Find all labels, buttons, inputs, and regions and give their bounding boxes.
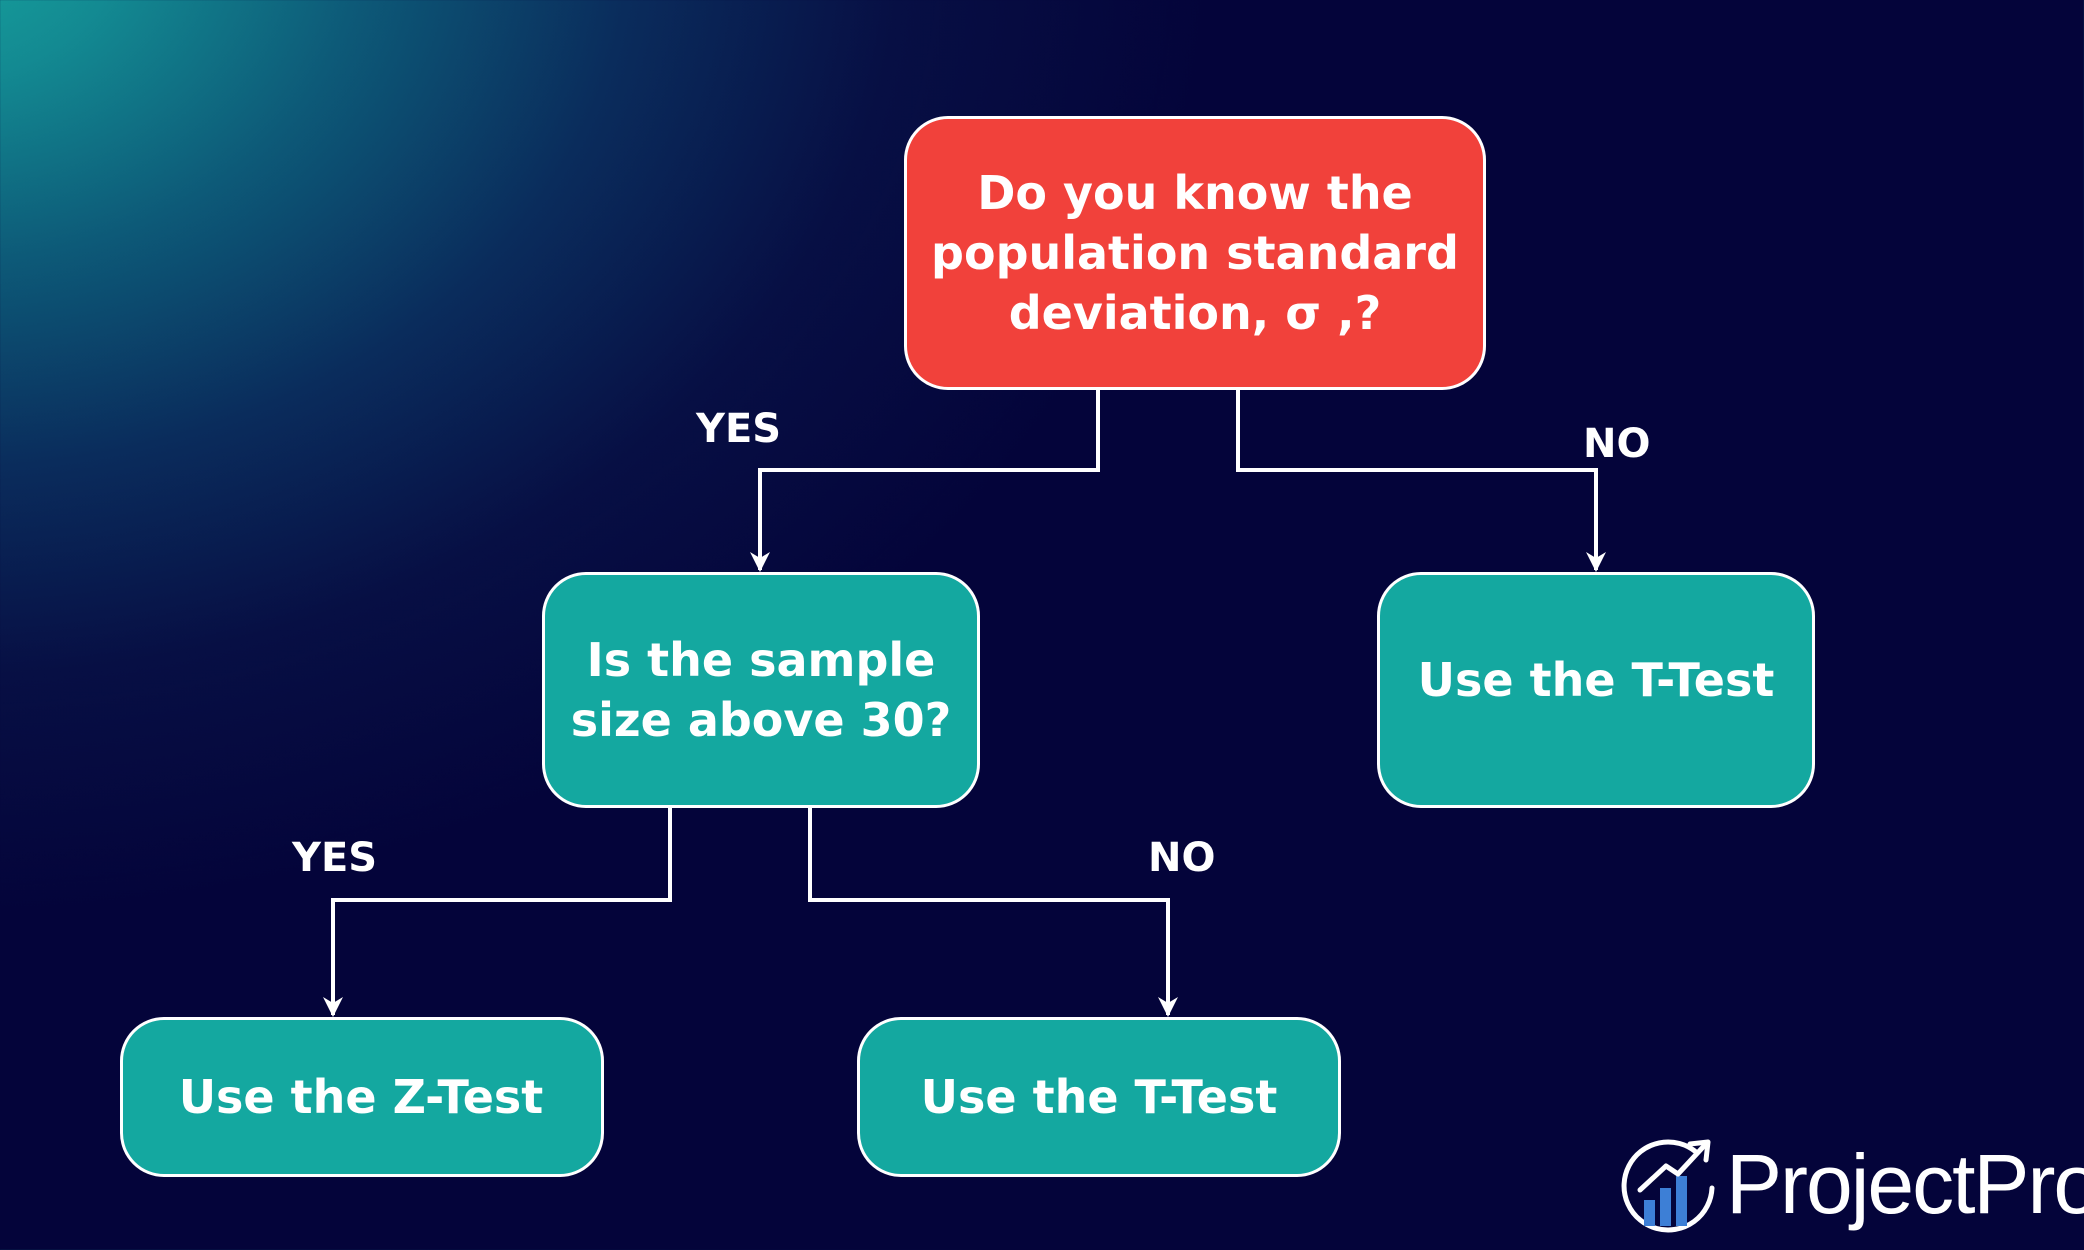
edge-root-yes — [750, 390, 1100, 572]
projectpro-logo: ProjectPro — [1618, 1130, 2084, 1240]
z-test-result-node: Use the Z-Test — [120, 1017, 604, 1177]
edge-sample-no — [808, 808, 1178, 1017]
edge-label-root-no: NO — [1583, 421, 1651, 467]
sample-size-decision-text: Is the sample size above 30? — [570, 633, 952, 747]
t-test-result-node-right: Use the T-Test — [1377, 572, 1815, 808]
t-test-result-text-bottom: Use the T-Test — [920, 1070, 1278, 1124]
root-decision-node: Do you know the population standard devi… — [904, 116, 1486, 390]
edge-sample-yes — [323, 808, 672, 1017]
edge-root-no — [1236, 390, 1606, 572]
t-test-result-node-bottom: Use the T-Test — [857, 1017, 1341, 1177]
chart-growth-logo-icon — [1621, 1139, 1715, 1233]
edge-label-sample-yes: YES — [292, 835, 378, 881]
edge-label-root-yes: YES — [696, 406, 782, 452]
brand-name: ProjectPro — [1726, 1137, 2084, 1231]
t-test-result-text-right: Use the T-Test — [1417, 653, 1775, 707]
root-decision-text: Do you know the population standard devi… — [931, 166, 1459, 340]
z-test-result-text: Use the Z-Test — [178, 1070, 544, 1124]
edge-label-sample-no: NO — [1148, 835, 1216, 881]
sample-size-decision-node: Is the sample size above 30? — [542, 572, 980, 808]
